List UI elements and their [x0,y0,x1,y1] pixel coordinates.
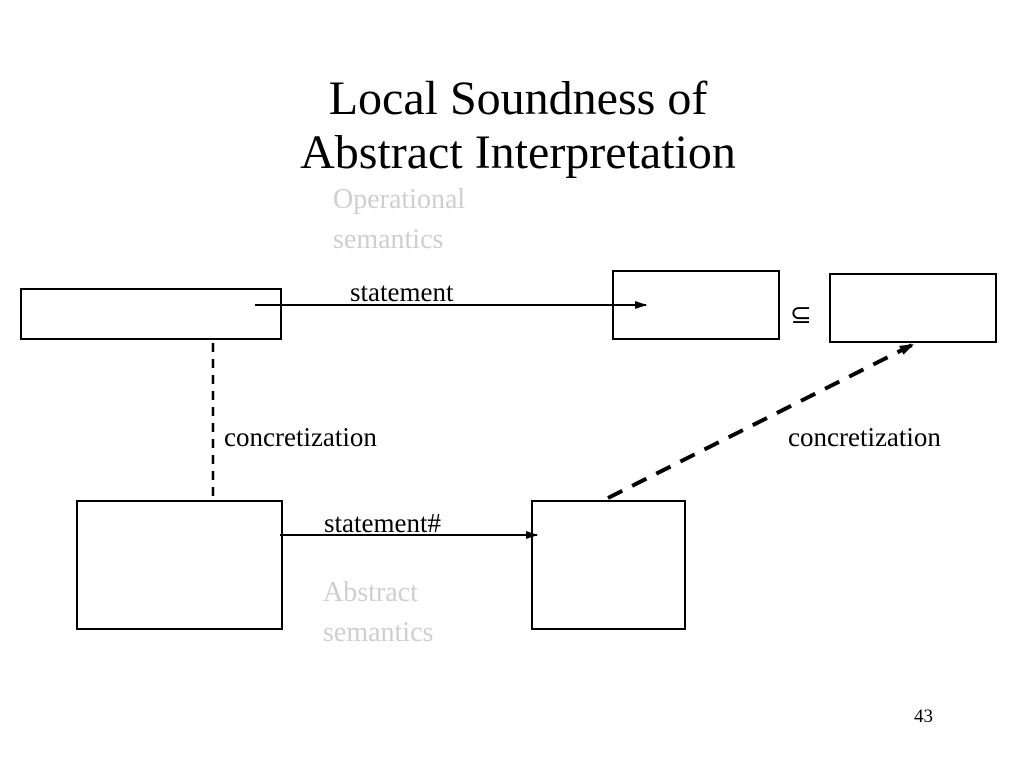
concretized-result-box [829,273,997,343]
statement-label: statement [350,277,454,307]
abstract-semantics-line-1: Abstract [323,577,418,608]
operational-semantics-label: Operational semantics [333,180,465,260]
statement-abstract-label: statement# [324,508,441,538]
operational-semantics-line-2: semantics [333,224,444,255]
concretization-right-label: concretization [788,422,941,452]
abstract-output-box [531,500,686,630]
slide-title: Local Soundness of Abstract Interpretati… [0,72,1024,180]
slide-title-line-2: Abstract Interpretation [300,126,736,179]
subset-symbol: ⊆ [790,300,812,330]
abstract-input-box [76,500,283,630]
abstract-semantics-label: Abstract semantics [323,573,433,653]
page-number: 43 [914,706,933,727]
concretization-right-arrow [607,343,914,500]
concrete-input-box [20,288,282,340]
concretization-left-label: concretization [224,422,377,452]
slide-title-line-1: Local Soundness of [328,72,708,125]
operational-semantics-line-1: Operational [333,184,466,215]
abstract-semantics-line-2: semantics [323,617,434,648]
